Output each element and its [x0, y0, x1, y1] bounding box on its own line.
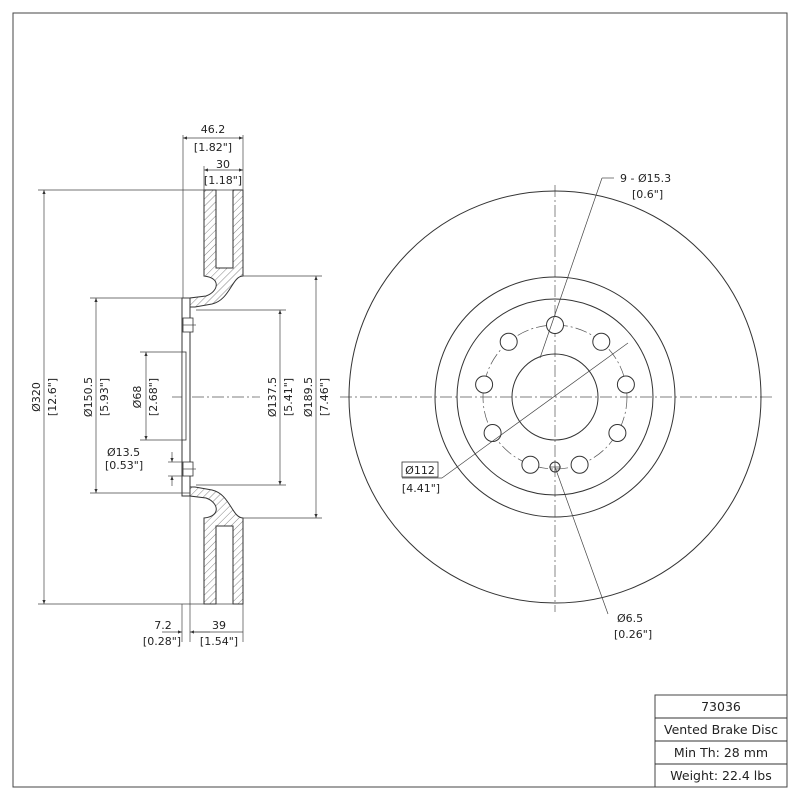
callout-bolt-holes: 9 - Ø15.3	[620, 172, 671, 185]
dim-friction-inner-in: [7.46"]	[318, 378, 331, 416]
dim-inner-ring-in: [5.41"]	[282, 378, 295, 416]
bolt-circle	[482, 324, 628, 470]
dim-width-overall: 46.2	[201, 123, 226, 136]
dim-center-bore: Ø68	[131, 386, 144, 409]
part-weight: Weight: 22.4 lbs	[670, 768, 771, 783]
dim-hat-thickness-in: [0.28"]	[143, 635, 181, 648]
bolt-hole	[521, 455, 540, 474]
bolt-hole	[592, 332, 611, 351]
part-number: 73036	[701, 699, 741, 714]
dim-outer-diameter-in: [12.6"]	[46, 378, 59, 416]
dim-center-bore-in: [2.68"]	[147, 378, 160, 416]
bolt-hole	[570, 455, 589, 474]
dim-hole-dia-in: [0.53"]	[105, 459, 143, 472]
dim-friction-inner: Ø189.5	[302, 377, 315, 417]
dim-hat-outer-diameter-in: [5.93"]	[98, 378, 111, 416]
dim-hole-dia: Ø13.5	[107, 446, 140, 459]
bolt-hole	[483, 424, 502, 442]
disc-outer-edge	[348, 190, 762, 604]
section-upper-ring	[189, 189, 244, 308]
dim-thickness-in: [1.18"]	[204, 174, 242, 187]
bolt-hole	[616, 375, 635, 394]
section-view	[172, 189, 260, 605]
bolt-hole	[499, 332, 518, 351]
bolt-hole	[608, 424, 627, 442]
front-callouts: 9 - Ø15.3 [0.6"] Ø112 [4.41"] Ø6.5 [0.26…	[401, 172, 671, 641]
dim-outer-diameter: Ø320	[30, 382, 43, 412]
min-thickness: Min Th: 28 mm	[674, 745, 768, 760]
callout-bolt-circle-box	[401, 461, 439, 478]
hat-outer-edge	[434, 276, 676, 518]
dim-thickness: 30	[216, 158, 230, 171]
part-description: Vented Brake Disc	[664, 722, 778, 737]
front-view	[340, 185, 772, 612]
bolt-hole	[475, 375, 494, 394]
title-block: 73036 Vented Brake Disc Min Th: 28 mm We…	[654, 694, 788, 788]
dim-hat-height: 39	[212, 619, 226, 632]
section-dimensions: 46.2 [1.82"] 30 [1.18"] Ø320 [12.6"] Ø15…	[30, 123, 331, 648]
section-lower-ring	[189, 486, 244, 605]
dim-width-overall-in: [1.82"]	[194, 141, 232, 154]
bolt-holes	[475, 316, 635, 474]
dim-hat-height-in: [1.54"]	[200, 635, 238, 648]
sheet-border	[12, 12, 788, 788]
callout-pin-hole-in: [0.26"]	[614, 628, 652, 641]
center-bore	[511, 353, 599, 441]
bolt-hole	[546, 316, 564, 334]
callout-bolt-circle-in: [4.41"]	[402, 482, 440, 495]
dim-hat-thickness: 7.2	[154, 619, 172, 632]
hat-inner-edge	[456, 298, 654, 496]
callout-bolt-holes-in: [0.6"]	[632, 188, 663, 201]
callout-pin-hole: Ø6.5	[617, 612, 643, 625]
callout-bolt-circle: Ø112	[405, 464, 435, 477]
section-hub-lip	[181, 351, 187, 441]
dim-inner-ring: Ø137.5	[266, 377, 279, 417]
dim-hat-outer-diameter: Ø150.5	[82, 377, 95, 417]
